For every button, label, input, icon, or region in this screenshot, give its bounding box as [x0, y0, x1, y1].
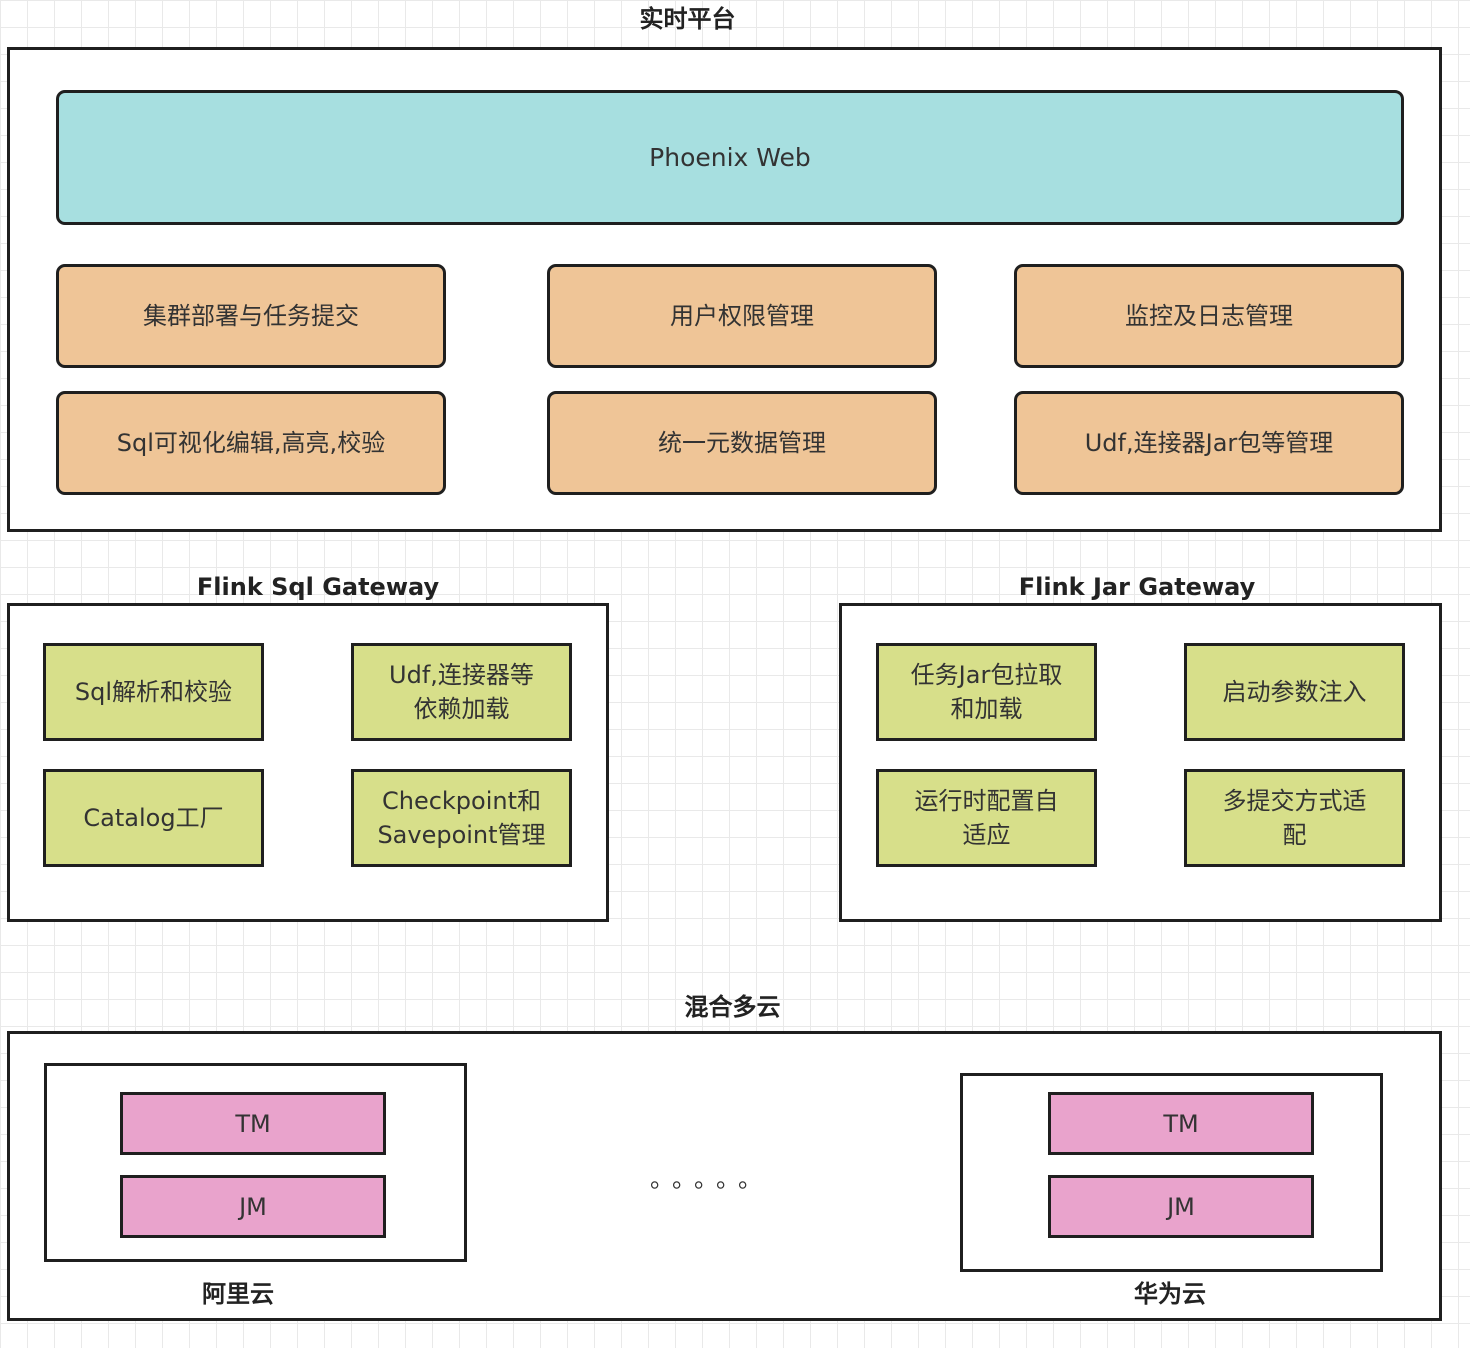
feature-monitor-log: 监控及日志管理 [1014, 264, 1404, 368]
jar-gateway-title: Flink Jar Gateway [1018, 573, 1256, 601]
jar-gateway-frame: 任务Jar包拉取 和加载 启动参数注入 运行时配置自 适应 多提交方式适 配 [839, 603, 1442, 922]
jar-gateway-item-runtime-config: 运行时配置自 适应 [876, 769, 1097, 867]
platform-title: 实时平台 [639, 5, 736, 33]
aliyun-tm-box: TM [120, 1092, 386, 1155]
sql-gateway-title: Flink Sql Gateway [196, 573, 440, 601]
multi-cloud-frame: TM JM 阿里云 。。。。。 TM JM 华为云 [7, 1031, 1442, 1321]
aliyun-jm-box: JM [120, 1175, 386, 1238]
more-clouds-ellipsis: 。。。。。 [650, 1165, 772, 1193]
phoenix-web-box: Phoenix Web [56, 90, 1404, 225]
sql-gateway-item-checkpoint: Checkpoint和 Savepoint管理 [351, 769, 572, 867]
huawei-tm-box: TM [1048, 1092, 1314, 1155]
huawei-label: 华为云 [1134, 1280, 1206, 1308]
aliyun-cloud-box: TM JM [44, 1063, 467, 1262]
huawei-jm-box: JM [1048, 1175, 1314, 1238]
jar-gateway-item-submit-modes: 多提交方式适 配 [1184, 769, 1405, 867]
feature-metadata: 统一元数据管理 [547, 391, 937, 495]
sql-gateway-item-parse: Sql解析和校验 [43, 643, 264, 741]
multi-cloud-title: 混合多云 [684, 993, 781, 1021]
jar-gateway-item-params: 启动参数注入 [1184, 643, 1405, 741]
jar-gateway-item-fetch: 任务Jar包拉取 和加载 [876, 643, 1097, 741]
huawei-cloud-box: TM JM [960, 1073, 1383, 1272]
feature-cluster-deploy: 集群部署与任务提交 [56, 264, 446, 368]
platform-frame: Phoenix Web 集群部署与任务提交 用户权限管理 监控及日志管理 Sql… [7, 47, 1442, 532]
sql-gateway-frame: Sql解析和校验 Udf,连接器等 依赖加载 Catalog工厂 Checkpo… [7, 603, 609, 922]
aliyun-label: 阿里云 [202, 1280, 274, 1308]
sql-gateway-item-catalog: Catalog工厂 [43, 769, 264, 867]
sql-gateway-item-udf: Udf,连接器等 依赖加载 [351, 643, 572, 741]
feature-sql-editor: Sql可视化编辑,高亮,校验 [56, 391, 446, 495]
feature-udf-jar: Udf,连接器Jar包等管理 [1014, 391, 1404, 495]
feature-user-permission: 用户权限管理 [547, 264, 937, 368]
